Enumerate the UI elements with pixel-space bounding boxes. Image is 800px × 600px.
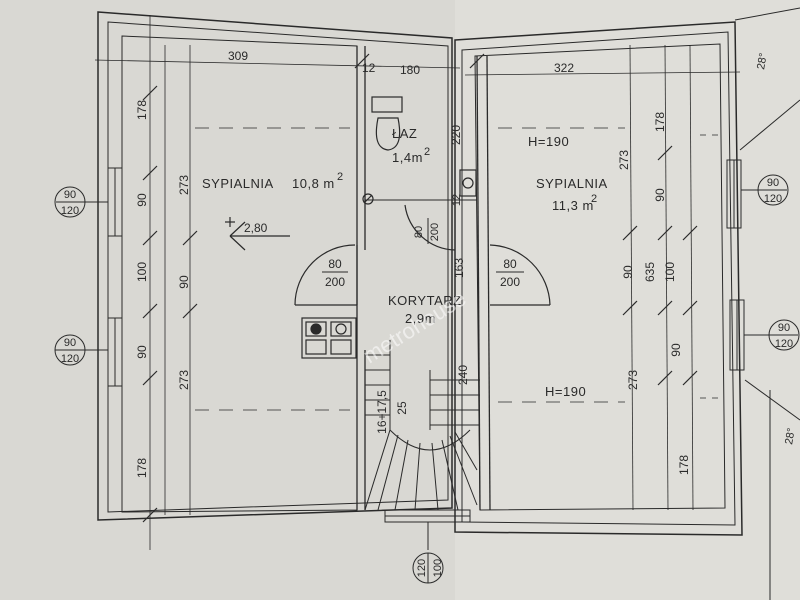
dim-left-4: 90 [135, 345, 149, 359]
window-height-label: 120 [61, 353, 79, 365]
dim-left-inner-lower: 273 [177, 370, 191, 390]
window-tag-right-upper: 90 120 [757, 174, 789, 206]
height-mark-top: H=190 [528, 134, 569, 149]
dim-left-3: 100 [135, 262, 149, 282]
door-right [489, 244, 551, 306]
toilet-icon [371, 96, 403, 151]
dim-right-inner-upper: 273 [617, 150, 631, 170]
room-area-sup-wc: 2 [424, 146, 430, 158]
dim-right-inner-lower: 273 [626, 370, 640, 390]
sink-icon [459, 169, 477, 197]
dim-left-2: 90 [135, 193, 149, 207]
window-width-label: 90 [64, 337, 76, 349]
dim-corridor-wall: 12 [451, 194, 463, 206]
dim-left-inner-mid: 90 [177, 275, 191, 289]
window-right-upper [726, 159, 760, 229]
level-mark-label: 2,80 [244, 221, 268, 235]
dimension-ticks [142, 53, 698, 523]
room-area-sup-bedroom-right: 2 [591, 193, 597, 205]
window-height-label: 120 [775, 338, 793, 350]
door-tag-right: 80 200 [496, 257, 524, 289]
window-tag-right-lower: 90 120 [768, 319, 800, 351]
chimney-flues [301, 317, 357, 359]
window-width-label: 90 [64, 189, 76, 201]
dim-wc-depth: 220 [449, 125, 463, 145]
room-name-bedroom-left: SYPIALNIA [202, 176, 274, 191]
door-tag-left: 80 200 [322, 257, 348, 289]
door-height-label: 200 [500, 275, 520, 289]
dim-top-wc-width: 180 [400, 63, 420, 77]
dim-right-inner-mid: 90 [621, 265, 635, 279]
window-height-label: 120 [764, 193, 782, 205]
dim-left-inner-upper: 273 [177, 175, 191, 195]
window-height-label: 100 [432, 559, 444, 577]
room-name-corridor: KORYTARZ [388, 293, 462, 308]
dim-top-wall: 12 [362, 61, 376, 75]
stairs-step-label: 16+17,5 [375, 390, 389, 434]
dim-right-4: 90 [669, 343, 683, 357]
dimension-guides [94, 15, 741, 550]
room-area-sup-bedroom-left: 2 [337, 171, 343, 183]
stairs-tread-label: 25 [395, 401, 409, 415]
door-left [294, 244, 358, 306]
window-tag-bottom: 120 100 [412, 552, 444, 584]
window-right-lower [729, 299, 770, 371]
dim-stairs-len2: 163 [452, 258, 466, 278]
door-height-label: 200 [325, 275, 345, 289]
dim-right-5: 178 [677, 455, 691, 475]
dim-right-total: 635 [643, 262, 657, 282]
roof-lines [734, 7, 800, 600]
room-area-wc: 1,4m [392, 150, 423, 165]
door-width-label: 80 [328, 257, 342, 271]
roof-pitch-top: 28° [755, 52, 770, 70]
room-name-bedroom-right: SYPIALNIA [536, 176, 608, 191]
room-area-bedroom-right: 11,3 m [552, 198, 594, 213]
height-mark-bottom: H=190 [545, 384, 586, 399]
dim-left-5: 178 [135, 458, 149, 478]
dim-left-1: 178 [135, 100, 149, 120]
dim-top-left-room: 309 [228, 49, 248, 63]
dim-right-2: 90 [653, 188, 667, 202]
room-area-bedroom-left: 10,8 m [292, 176, 335, 191]
window-height-label: 120 [61, 205, 79, 217]
window-width-label: 90 [767, 177, 779, 189]
window-tag-left-lower: 90 120 [54, 334, 86, 366]
dim-top-right-room: 322 [554, 61, 574, 75]
dim-stairs-length: 240 [456, 365, 470, 385]
window-tag-left-upper: 90 120 [54, 186, 86, 218]
window-bottom [384, 509, 471, 550]
room-area-corridor: 2,9m [405, 311, 436, 326]
vent-icon [362, 193, 374, 205]
roof-pitch-bottom: 28° [783, 427, 798, 445]
dim-right-1: 178 [653, 112, 667, 132]
door-width-label: 80 [503, 257, 517, 271]
room-name-wc: ŁAZ [392, 126, 417, 141]
level-marker [225, 217, 290, 251]
door-width-label: 80 [413, 226, 425, 238]
door-wc [404, 204, 456, 251]
door-tag-wc: 80 200 [413, 218, 441, 244]
door-height-label: 200 [429, 223, 441, 241]
window-width-label: 120 [416, 559, 428, 577]
staircase [364, 340, 480, 511]
window-width-label: 90 [778, 322, 790, 334]
dim-right-3: 100 [663, 262, 677, 282]
